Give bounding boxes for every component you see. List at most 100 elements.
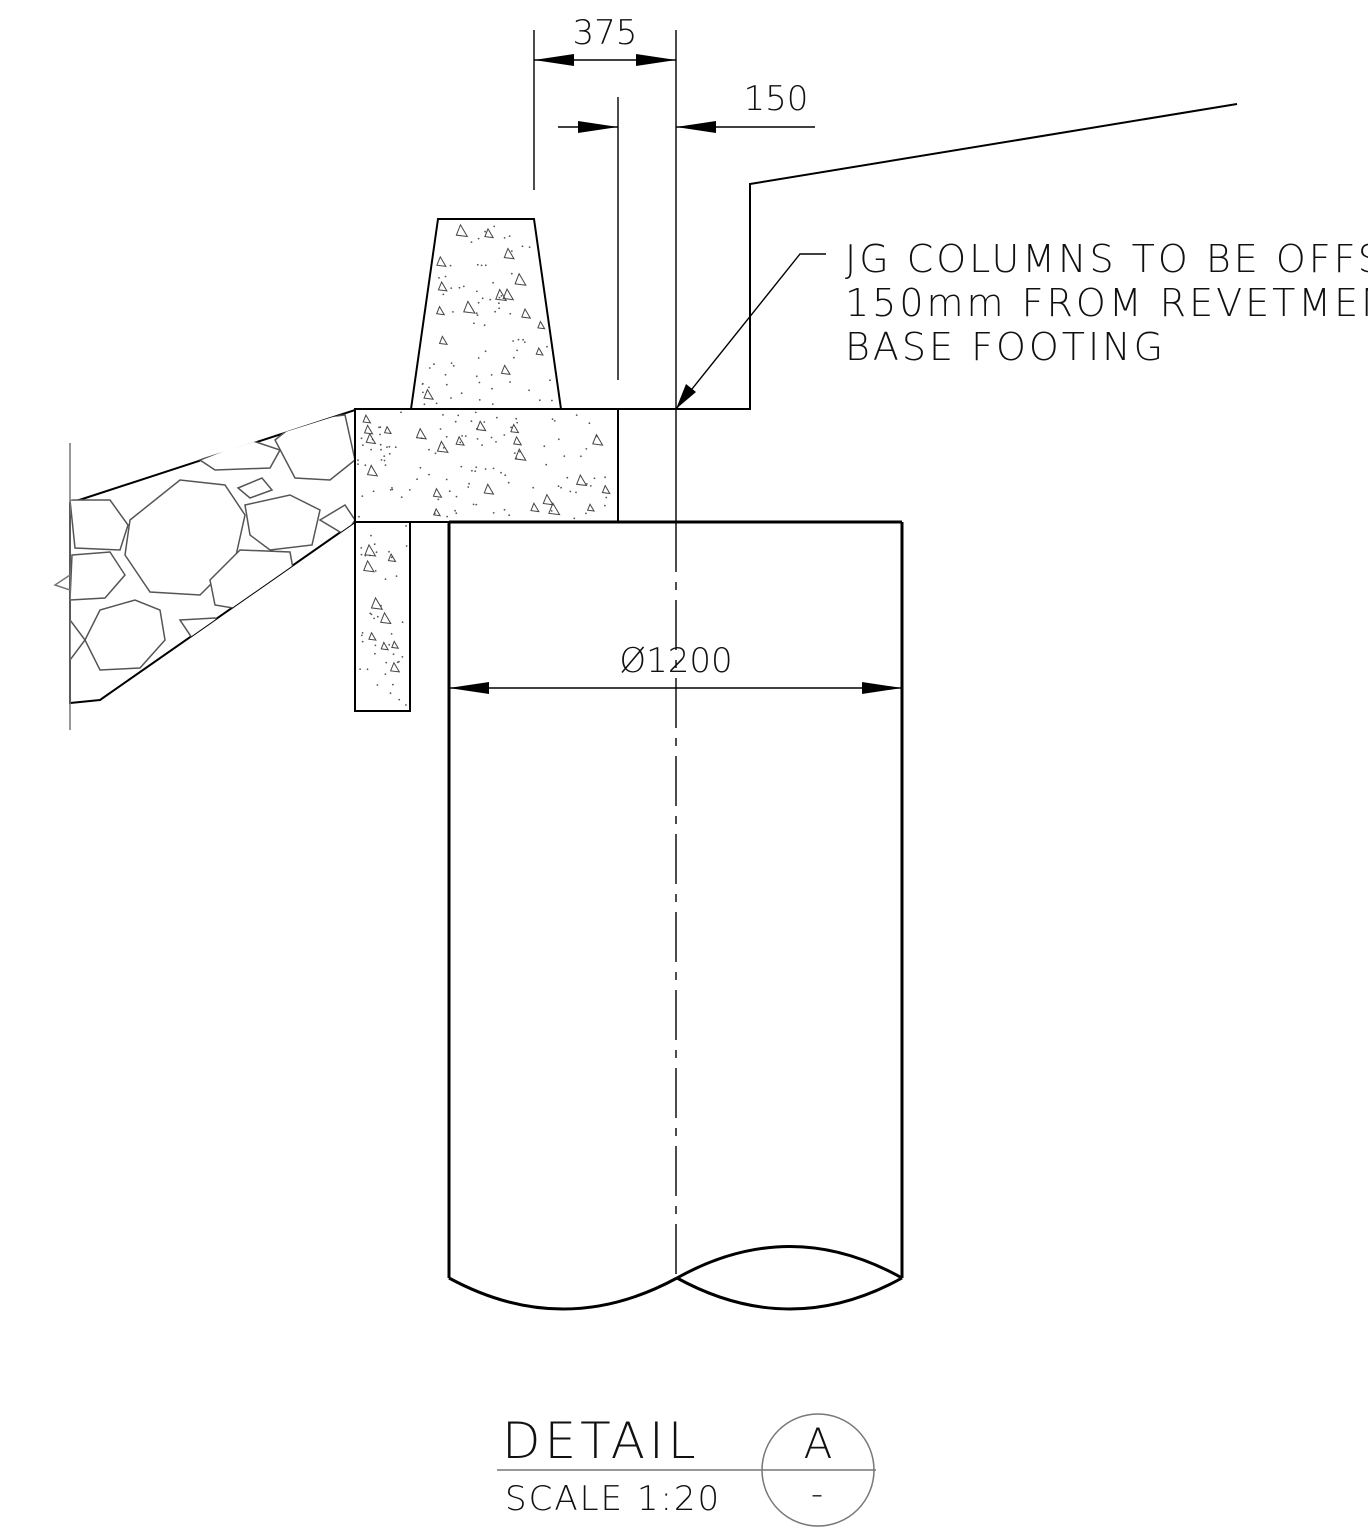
stipple-dot [405, 525, 407, 527]
stipple-aggregate [510, 423, 520, 434]
stipple-dot [474, 411, 477, 414]
stipple-dot [445, 383, 448, 386]
concrete-stipple [357, 223, 611, 706]
detail-reference: A [804, 1419, 833, 1468]
stipple-dot [528, 246, 531, 249]
stipple-dot [473, 322, 475, 325]
stipple-dot [375, 551, 378, 554]
stipple-dot [454, 509, 456, 512]
stipple-dot [455, 512, 458, 515]
stipple-dot [428, 448, 430, 451]
stipple-aggregate [502, 287, 515, 301]
stipple-dot [476, 263, 479, 266]
stipple-aggregate [364, 543, 377, 557]
stipple-dot [504, 474, 507, 477]
stipple-dot [523, 341, 526, 343]
stipple-aggregate [521, 307, 532, 319]
stipple-dot [392, 653, 395, 655]
dimension-150-label: 150 [744, 79, 809, 119]
stipple-dot [557, 438, 560, 441]
stipple-dot [374, 570, 377, 572]
stipple-aggregate [436, 255, 447, 267]
stipple-dot [460, 392, 463, 395]
stipple-aggregate [586, 503, 595, 512]
stipple-dot [604, 476, 606, 479]
dimension-375-label: 375 [573, 13, 638, 53]
stipple-dot [521, 245, 524, 248]
stipple-dot [503, 237, 506, 239]
detail-scale: SCALE 1:20 [505, 1479, 721, 1519]
stipple-dot [416, 478, 418, 481]
stipple-aggregate [455, 435, 465, 446]
stipple-aggregate [380, 611, 392, 625]
stipple-dot [361, 495, 364, 497]
stipple-dot [435, 402, 438, 405]
stipple-dot [492, 467, 495, 470]
stipple-dot [378, 426, 380, 429]
stipple-dot [503, 508, 506, 511]
stipple-dot [455, 495, 458, 498]
stipple-aggregate [592, 433, 604, 446]
stipple-dot [498, 307, 500, 310]
stipple-dot [471, 469, 473, 472]
stipple-aggregate [370, 596, 384, 610]
stipple-dot [400, 411, 402, 414]
stipple-dot [549, 379, 551, 382]
stipple-dot [389, 692, 392, 695]
stipple-dot [360, 437, 363, 440]
stipple-dot [442, 293, 445, 296]
stipple-dot [428, 473, 430, 476]
stipple-dot [575, 414, 578, 416]
stipple-aggregate [503, 247, 515, 260]
stipple-dot [361, 632, 364, 634]
stipple-dot [490, 436, 493, 439]
stipple-dot [388, 452, 391, 455]
stipple-aggregate [575, 474, 588, 487]
stipple-dot [573, 517, 576, 520]
stipple-dot [528, 389, 530, 392]
stipple-dot [475, 503, 478, 506]
stipple-dot [370, 448, 372, 451]
stipple-dot [448, 490, 451, 493]
stipple-dot [364, 464, 367, 467]
stipple-aggregate [438, 335, 449, 346]
note-line-3: BASE FOOTING [845, 325, 1166, 369]
stipple-dot [516, 349, 518, 352]
stipple-dot [545, 463, 548, 466]
stipple-dot [522, 338, 524, 341]
stipple-dot [380, 448, 382, 451]
stipple-dot [477, 357, 480, 359]
stipple-aggregate [476, 420, 487, 432]
stipple-dot [491, 387, 493, 390]
stipple-dot [593, 477, 596, 480]
note-line-1: JG COLUMNS TO BE OFFSET [845, 237, 1368, 281]
footing-toe [354, 521, 411, 712]
stipple-dot [390, 633, 393, 635]
stipple-dot [360, 553, 363, 556]
stipple-dot [450, 397, 452, 399]
stipple-dot [359, 668, 361, 670]
stipple-dot [400, 496, 403, 499]
stipple-dot [459, 441, 462, 444]
stipple-dot [508, 514, 511, 517]
stipple-dot [475, 312, 478, 315]
offset-note: JG COLUMNS TO BE OFFSET 150mm FROM REVET… [675, 237, 1368, 410]
stipple-dot [470, 420, 473, 423]
dimension-150: 150 [558, 79, 815, 380]
stipple-dot [438, 277, 440, 279]
stipple-dot [462, 285, 465, 288]
stipple-dot [569, 490, 572, 493]
stipple-dot [477, 301, 480, 304]
stipple-dot [510, 426, 512, 429]
stipple-dot [385, 661, 388, 664]
stipple-dot [575, 491, 577, 494]
stipple-dot [481, 297, 484, 300]
stipple-aggregate [530, 502, 540, 513]
stipple-dot [383, 455, 386, 457]
stipple-dot [390, 556, 393, 559]
stipple-dot [401, 656, 404, 658]
stipple-dot [491, 403, 494, 405]
detail-title-block: DETAIL SCALE 1:20 A - [497, 1412, 876, 1527]
ground-line [618, 103, 1238, 410]
